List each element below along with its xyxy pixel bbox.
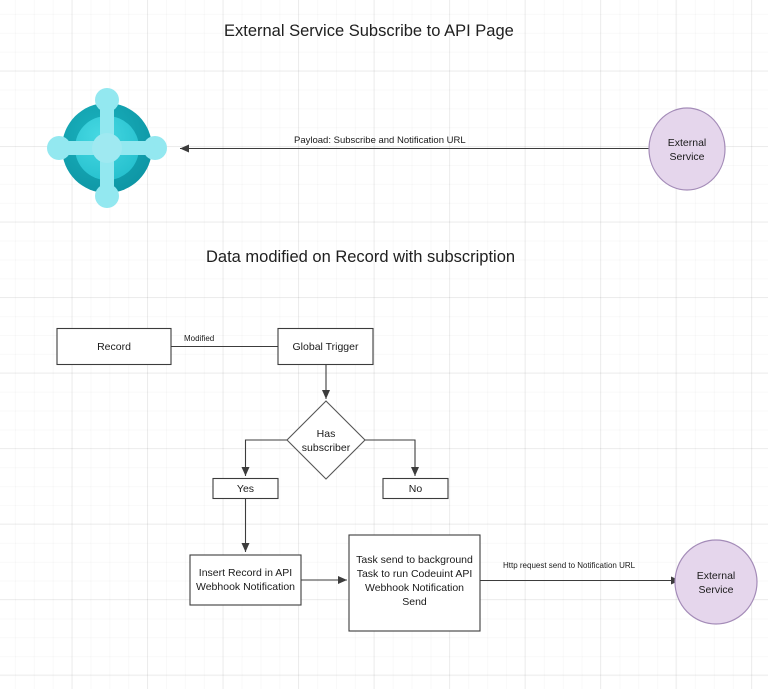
decision-label-line2: subscriber (302, 442, 351, 454)
record-node[interactable]: Record (56, 327, 172, 366)
insert-record-node[interactable]: Insert Record in API Webhook Notificatio… (189, 554, 302, 606)
external-service-bottom-line1: External (697, 570, 736, 582)
modified-edge: Modified (171, 334, 278, 348)
external-service-node-top[interactable]: External Service (648, 107, 726, 191)
record-label: Record (97, 341, 131, 353)
payload-edge-label: Payload: Subscribe and Notification URL (294, 135, 466, 146)
api-page-logo-icon (47, 88, 167, 208)
task-line4: Send (402, 596, 427, 608)
insert-record-line2: Webhook Notification (196, 581, 295, 593)
task-send-background-node[interactable]: Task send to background Task to run Code… (348, 534, 481, 632)
external-service-top-line2: Service (669, 151, 704, 163)
http-request-edge-label: Http request send to Notification URL (503, 561, 636, 570)
task-line2: Task to run Codeuint API (357, 568, 473, 580)
external-service-node-bottom[interactable]: External Service (674, 539, 758, 625)
external-service-bottom-line2: Service (698, 584, 733, 596)
http-request-edge: Http request send to Notification URL (480, 561, 680, 585)
yes-label: Yes (237, 483, 254, 495)
task-line3: Webhook Notification (365, 582, 464, 594)
modified-edge-label: Modified (184, 334, 214, 343)
external-service-top-line1: External (668, 137, 707, 149)
has-subscriber-decision[interactable]: Has subscriber (286, 400, 366, 480)
yes-node[interactable]: Yes (212, 477, 279, 500)
diagram1-title: External Service Subscribe to API Page (224, 22, 514, 40)
payload-edge: Payload: Subscribe and Notification URL (180, 135, 660, 153)
global-trigger-label: Global Trigger (293, 341, 359, 353)
global-trigger-node[interactable]: Global Trigger (277, 327, 374, 366)
no-label: No (409, 483, 423, 495)
decision-to-no-edge (365, 439, 419, 476)
insert-record-line1: Insert Record in API (199, 567, 292, 579)
no-node[interactable]: No (382, 477, 449, 500)
diagram2-title: Data modified on Record with subscriptio… (206, 248, 515, 266)
decision-to-yes-edge (241, 439, 287, 476)
task-line1: Task send to background (356, 554, 473, 566)
decision-label-line1: Has (317, 428, 336, 440)
